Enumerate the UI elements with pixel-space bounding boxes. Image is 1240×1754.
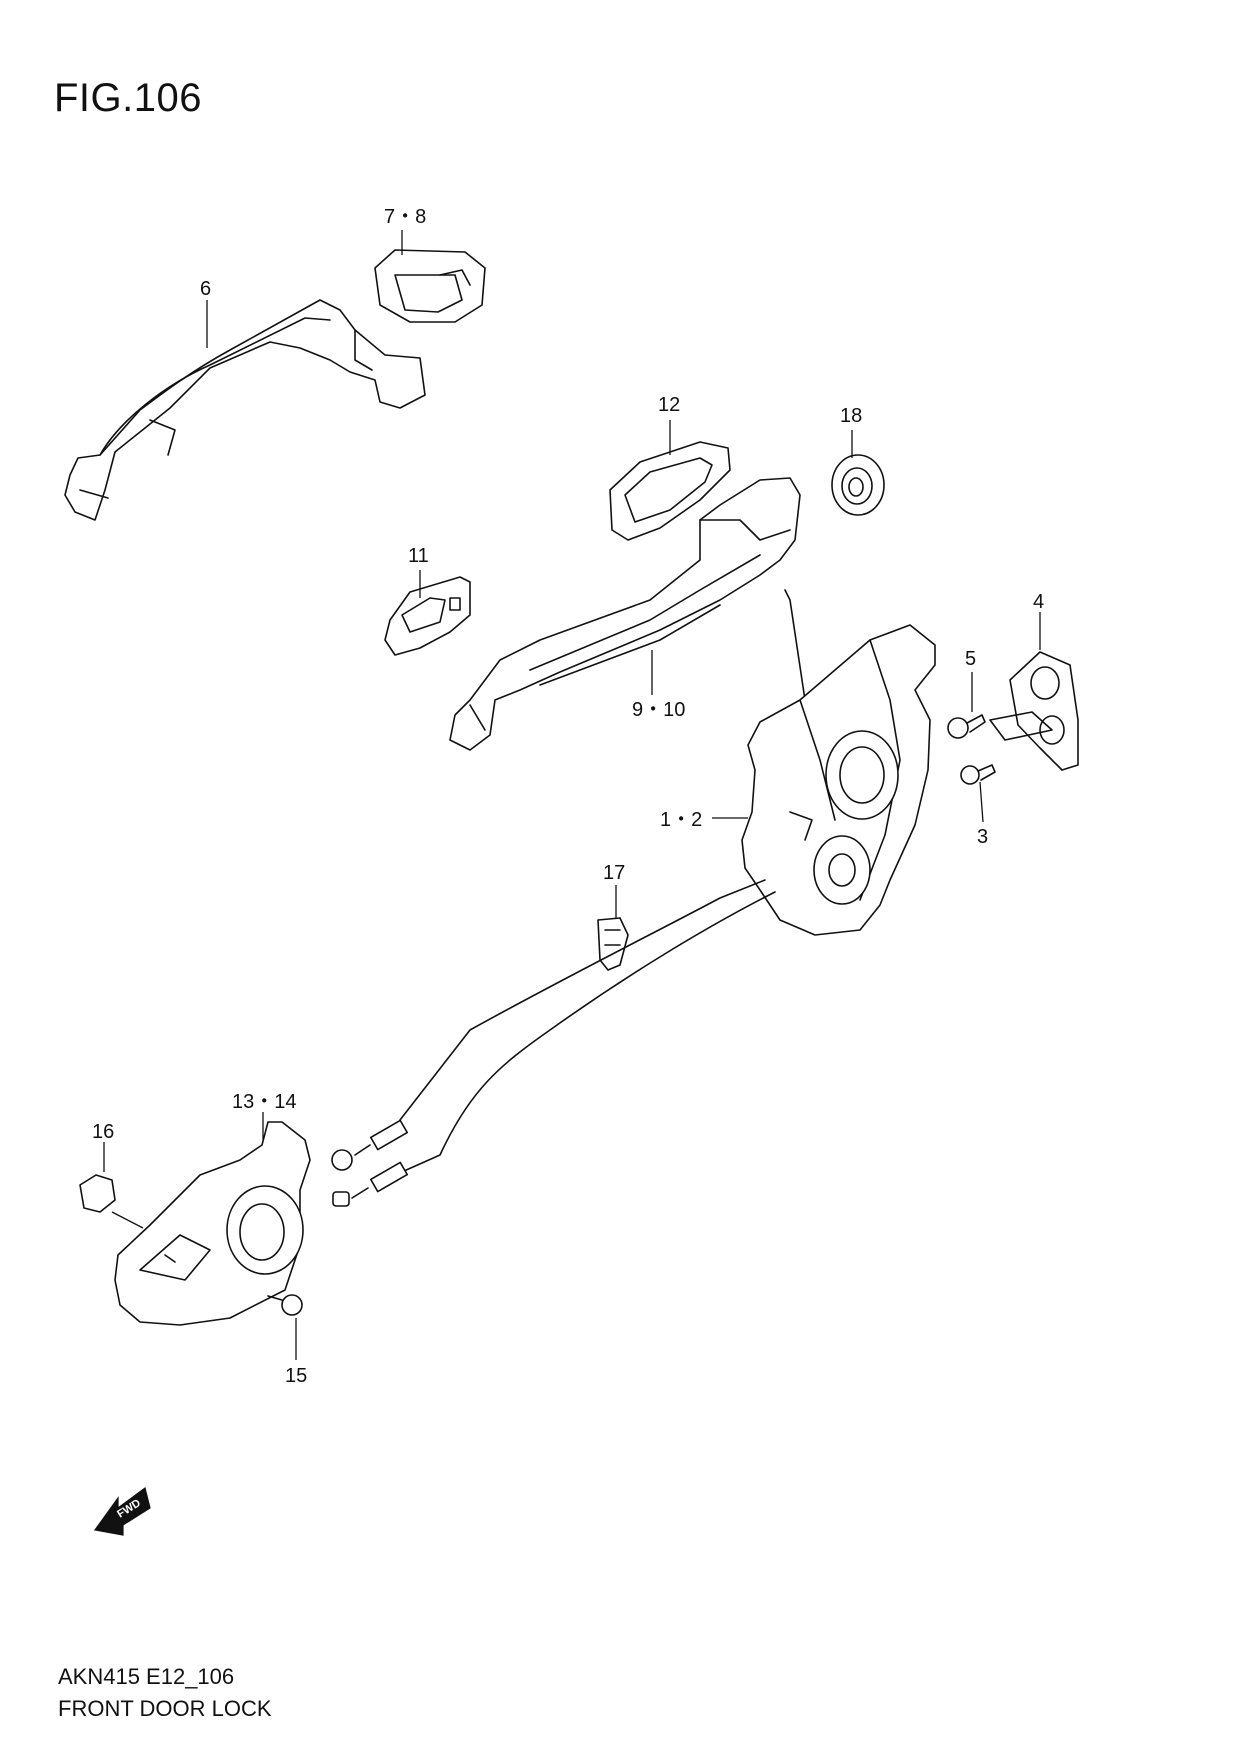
callout-13-14: 13・14 [232,1091,297,1113]
callout-17: 17 [603,862,625,884]
part-link-rod [784,589,813,709]
callout-16: 16 [92,1121,114,1143]
fwd-arrow-icon: FWD [93,1486,151,1536]
callout-9-10: 9・10 [632,699,685,721]
part-screw-5 [947,714,986,739]
part-inside-handle [114,1121,311,1326]
part-outside-handle [64,299,426,521]
part-door-lock-assembly [741,624,936,936]
part-striker [989,651,1079,771]
part-screw-15 [267,1294,303,1316]
callout-6: 6 [200,278,211,300]
callout-1-2: 1・2 [660,809,702,831]
part-handle-cap [374,249,486,323]
diagram-code: AKN415 E12_106 [58,1664,235,1689]
figure-title: FIG.106 [54,76,203,120]
callout-4: 4 [1033,591,1044,613]
part-cable-clip [597,917,629,971]
callout-3: 3 [977,826,988,848]
callout-11: 11 [408,545,429,567]
part-cables [331,879,776,1207]
callout-7-8: 7・8 [384,206,426,228]
diagram-name: FRONT DOOR LOCK [58,1696,272,1721]
callout-15: 15 [285,1365,307,1387]
part-grommet [831,454,885,516]
leader-lines [103,230,1041,1360]
part-cap [79,1174,116,1213]
callout-12: 12 [658,394,680,416]
callout-5: 5 [965,648,976,670]
part-handle-frame [449,477,801,751]
part-screw-3 [960,764,996,785]
callout-18: 18 [840,405,862,427]
part-pad [384,576,471,656]
